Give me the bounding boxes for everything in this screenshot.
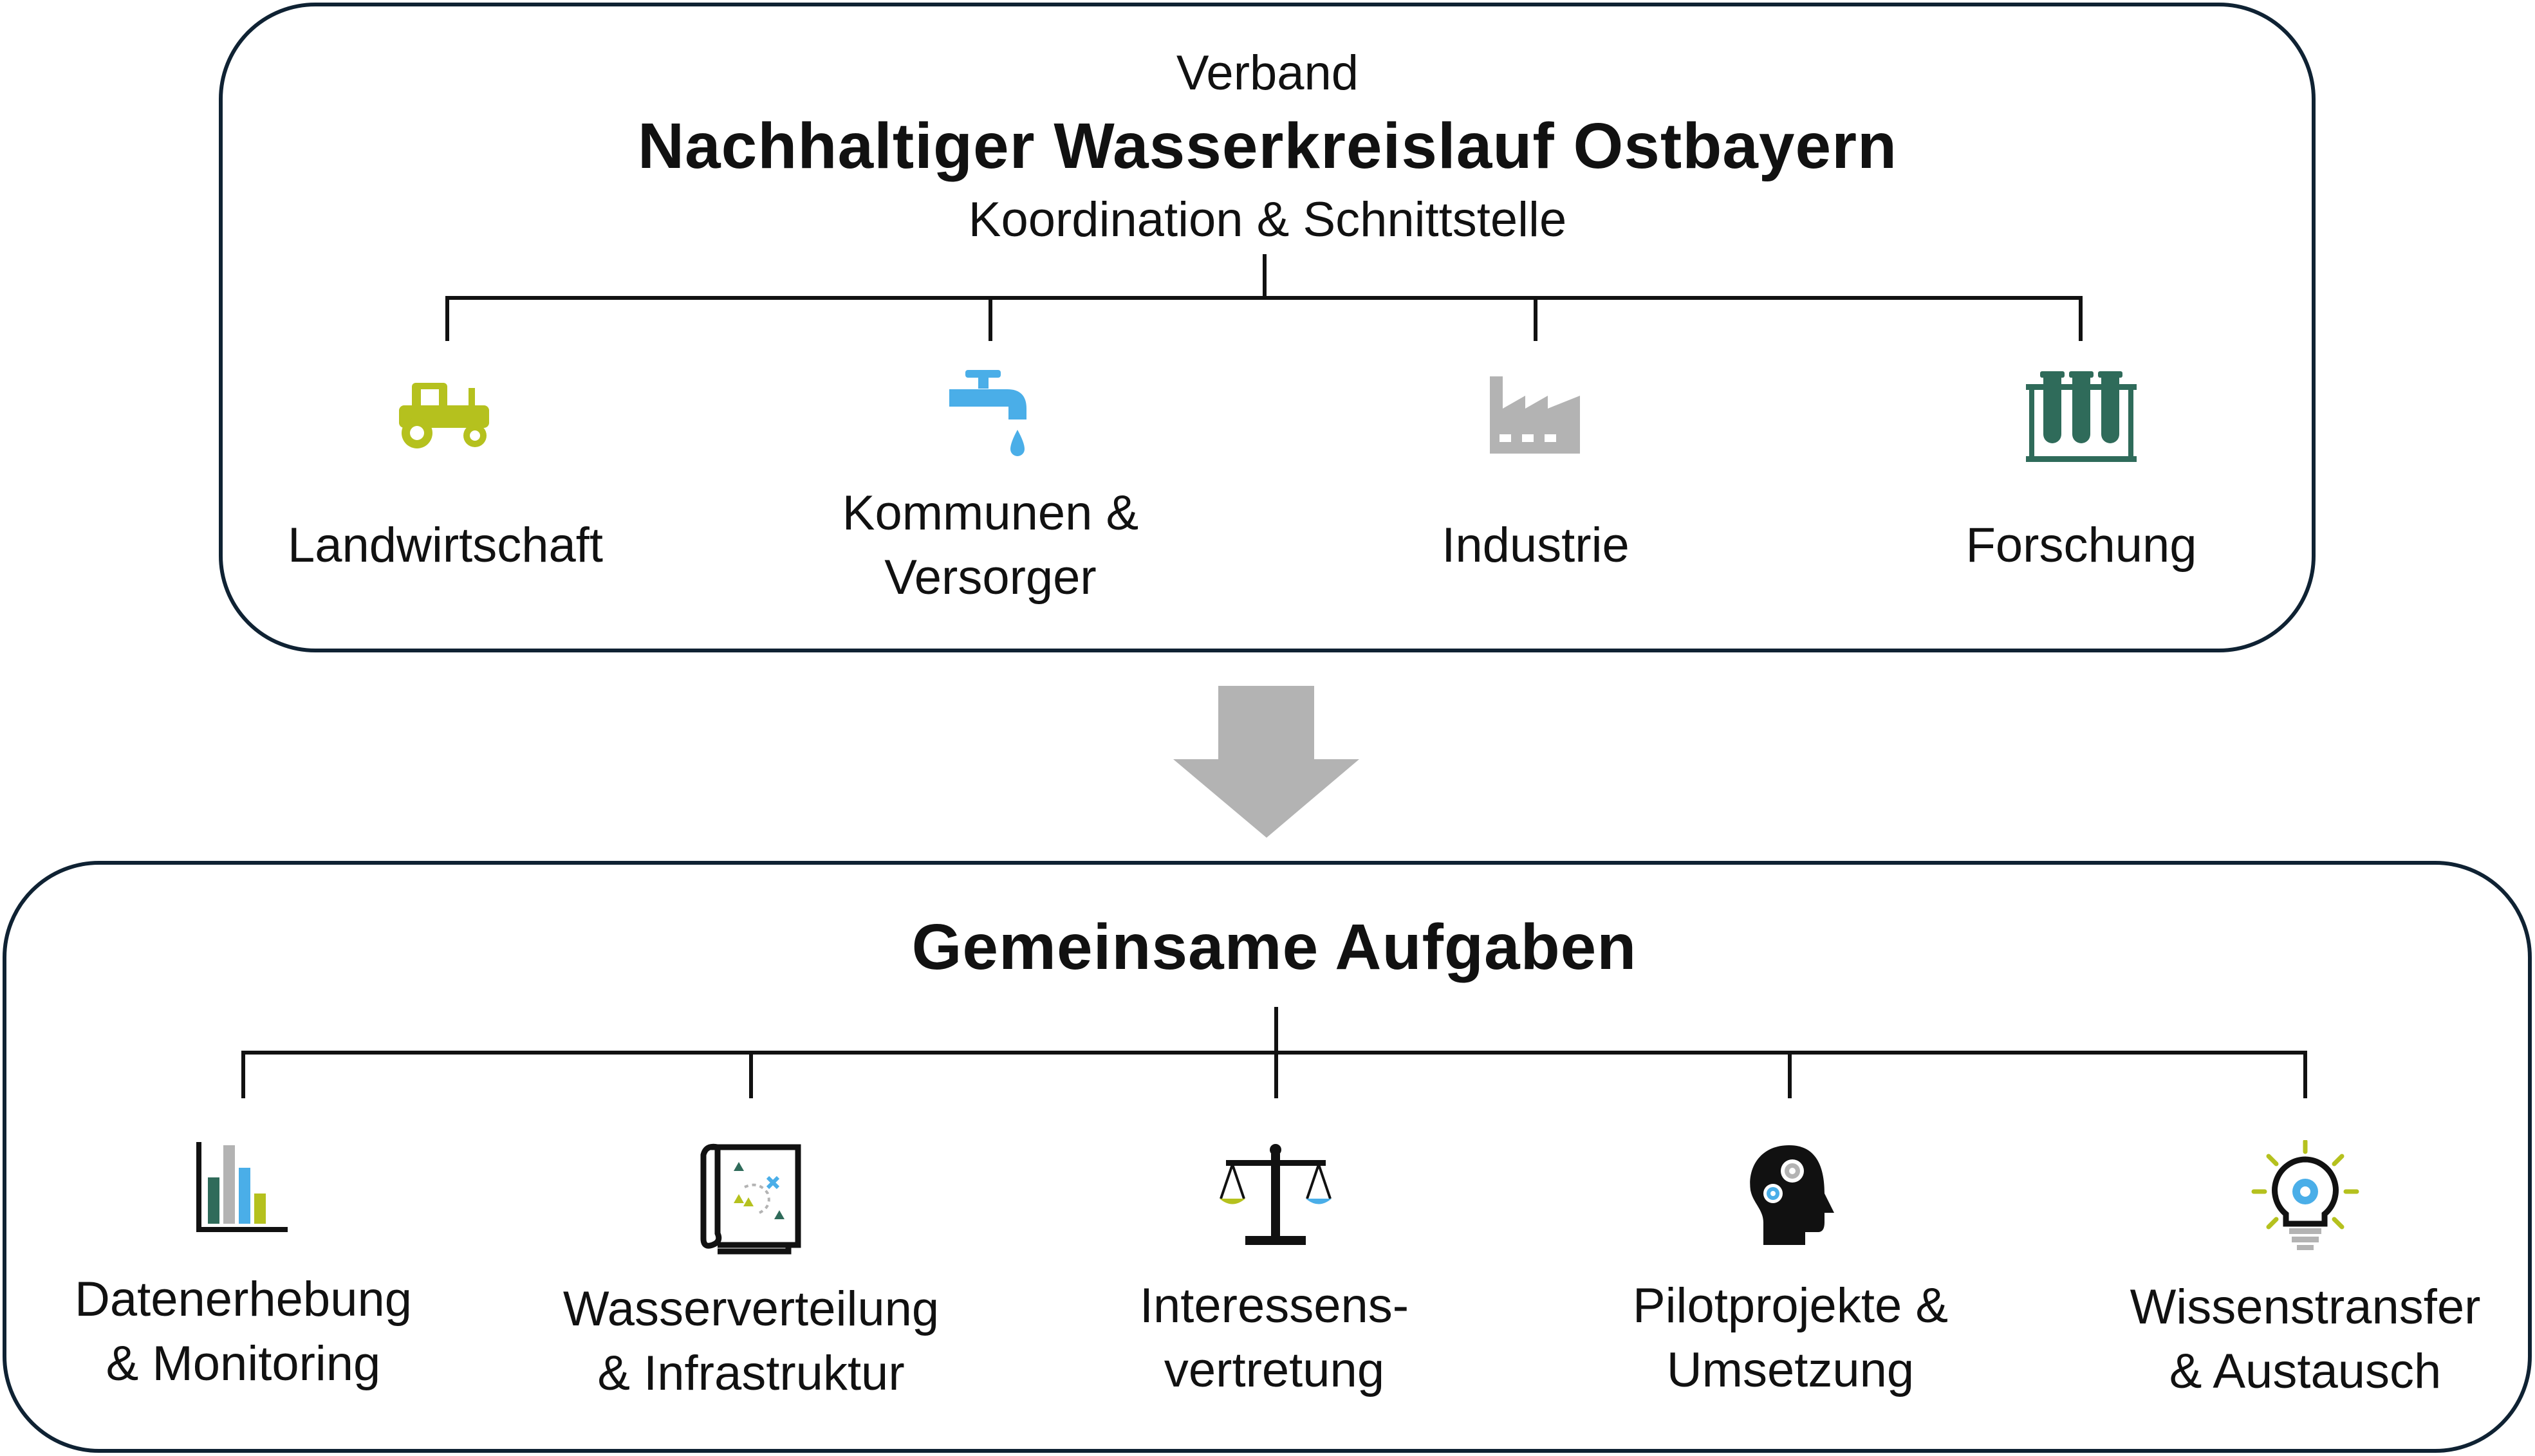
test-tubes-icon (2026, 371, 2137, 462)
map-icon (700, 1143, 801, 1255)
factory-icon (1490, 376, 1580, 454)
tractor-icon (399, 383, 489, 448)
down-arrow-icon (1173, 686, 1359, 838)
member-label-industrie: Industrie (1442, 518, 1630, 573)
member-label-kommunen: Kommunen & Versorger (842, 486, 1139, 605)
section-title: Gemeinsame Aufgaben (911, 911, 1637, 983)
page-title: Nachhaltiger Wasserkreislauf Ostbayern (637, 110, 1898, 182)
bottom-panel (3, 861, 2532, 1453)
task-label-wissenstransfer: Wissenstransfer & Austausch (2130, 1280, 2481, 1399)
overline-label: Verband (1176, 46, 1359, 100)
bar-chart-icon (196, 1142, 288, 1232)
head-gears-icon (1750, 1145, 1834, 1245)
member-label-landwirtschaft: Landwirtschaft (287, 518, 604, 573)
task-label-wasserverteilung: Wasserverteilung & Infrastruktur (562, 1282, 940, 1401)
water-tap-icon (949, 370, 1026, 456)
task-label-pilotprojekte: Pilotprojekte & Umsetzung (1632, 1278, 1949, 1397)
task-label-interessensvertretung: Interessens- vertretung (1139, 1278, 1409, 1397)
task-label-datenerhebung: Datenerhebung & Monitoring (75, 1272, 412, 1391)
top-panel (219, 3, 2316, 652)
scales-icon (1220, 1144, 1332, 1245)
member-label-forschung: Forschung (1965, 518, 2197, 573)
lightbulb-icon (2251, 1140, 2359, 1250)
subtitle: Koordination & Schnittstelle (968, 192, 1567, 247)
